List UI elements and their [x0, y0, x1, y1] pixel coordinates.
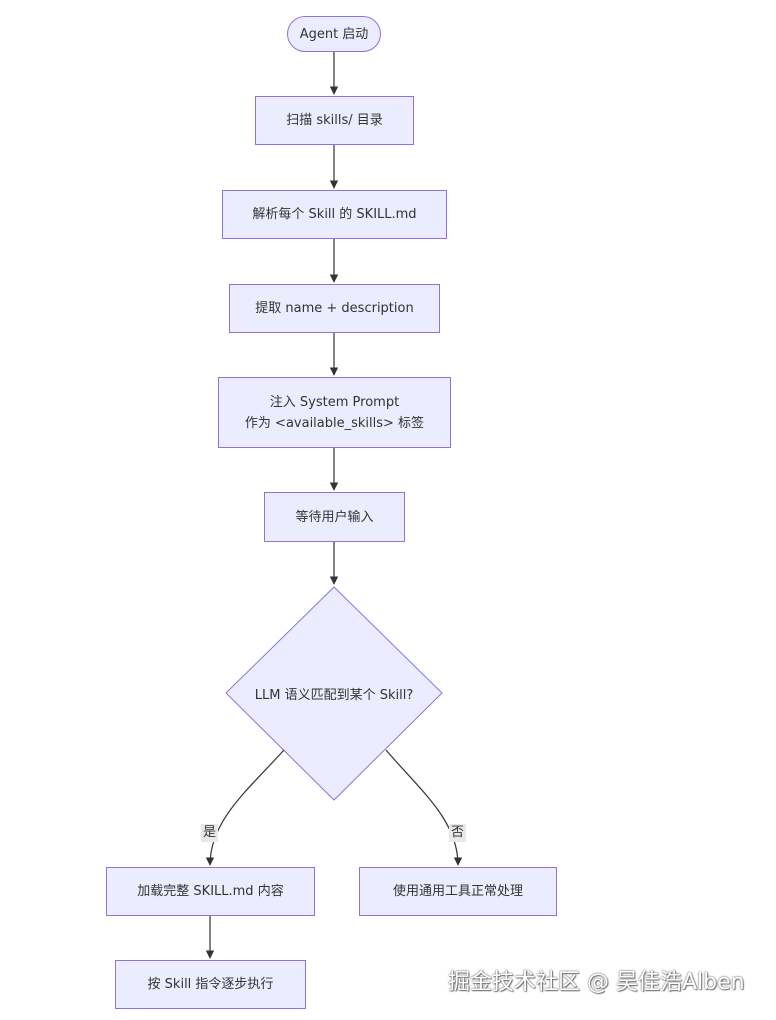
parse-skill-label: 解析每个 Skill 的 SKILL.md: [252, 207, 417, 222]
load-skill-label: 加载完整 SKILL.md 内容: [137, 884, 284, 899]
wait-input-label: 等待用户输入: [295, 509, 374, 525]
extract-meta-label: 提取 name + description: [255, 301, 414, 316]
scan-skills-label: 扫描 skills/ 目录: [286, 113, 383, 128]
inject-prompt-label-1: 注入 System Prompt: [269, 394, 400, 410]
start-node: Agent 启动: [287, 16, 381, 52]
watermark: 掘金技术社区 @ 吴佳浩Alben: [448, 970, 745, 995]
execute-skill-node: 按 Skill 指令逐步执行: [115, 960, 306, 1009]
decision-label: LLM 语义匹配到某个 Skill?: [254, 687, 414, 703]
parse-skill-node: 解析每个 Skill 的 SKILL.md: [222, 190, 447, 239]
wait-input-node: 等待用户输入: [264, 492, 405, 542]
decision-diamond: [225, 586, 443, 801]
fallback-tools-label: 使用通用工具正常处理: [392, 884, 523, 899]
start-label: Agent 启动: [299, 26, 369, 42]
edge-decision-no: [385, 749, 463, 866]
edge-decision-yes: [205, 749, 285, 866]
edge-label-no: 否: [449, 824, 467, 842]
inject-prompt-node: 注入 System Prompt 作为 <available_skills> 标…: [218, 377, 451, 448]
edge-label-yes: 是: [201, 824, 219, 842]
inject-prompt-label-2: 作为 <available_skills> 标签: [244, 415, 425, 431]
fallback-tools-node: 使用通用工具正常处理: [359, 867, 557, 916]
scan-skills-node: 扫描 skills/ 目录: [255, 96, 414, 145]
load-skill-node: 加载完整 SKILL.md 内容: [106, 867, 315, 916]
extract-meta-node: 提取 name + description: [229, 284, 440, 333]
execute-skill-label: 按 Skill 指令逐步执行: [147, 977, 274, 992]
